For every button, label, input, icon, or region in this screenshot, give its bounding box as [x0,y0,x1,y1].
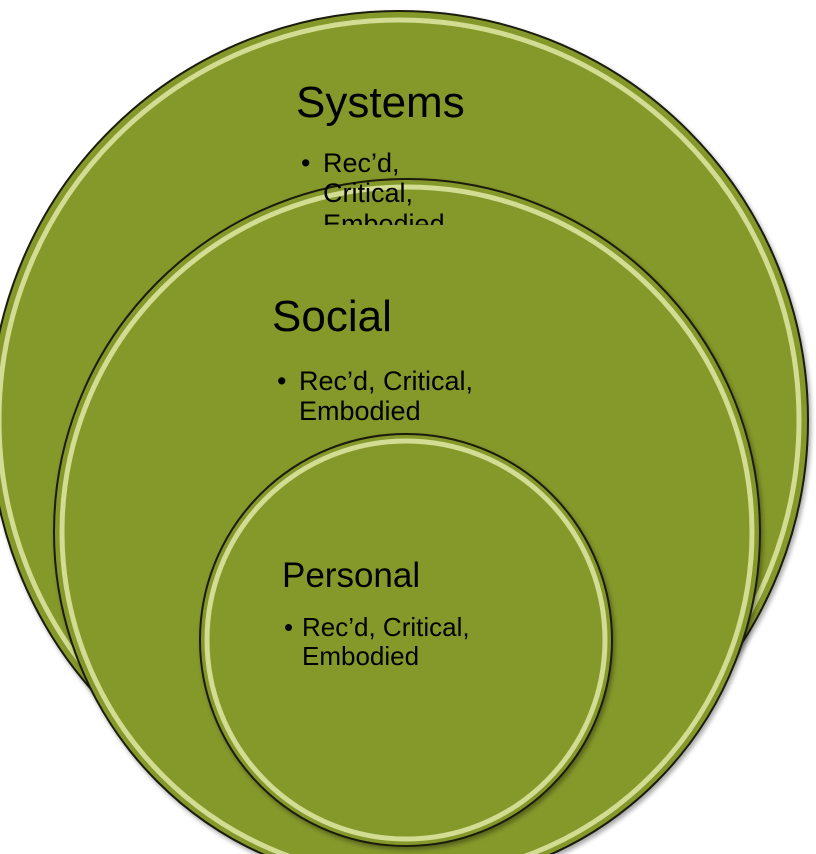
personal-circle [199,433,613,847]
personal-label-block: Personal • Rec’d, Critical, Embodied [282,556,542,671]
personal-bullet-item: • Rec’d, Critical, Embodied [284,611,542,671]
social-bullet-list: • Rec’d, Critical, Embodied [277,366,559,427]
systems-bullet-text: Rec’d, Critical, Embodied [323,148,445,225]
social-title: Social [272,294,392,341]
systems-bullet-list: • Rec’d, Critical, Embodied [301,148,473,225]
social-bullet-text: Rec’d, Critical, Embodied [299,366,474,427]
systems-bullet-item: • Rec’d, Critical, Embodied [301,148,473,225]
systems-label-block: Systems • Rec’d, Critical, Embodied [296,80,536,225]
personal-title: Personal [282,556,421,595]
bullet-dot-icon: • [277,366,287,397]
bullet-dot-icon: • [284,611,294,642]
systems-title: Systems [296,80,465,127]
bullet-dot-icon: • [301,148,311,179]
personal-bullet-list: • Rec’d, Critical, Embodied [284,611,542,671]
personal-bullet-text: Rec’d, Critical, Embodied [302,611,470,671]
social-label-block: Social • Rec’d, Critical, Embodied [272,294,572,431]
social-bullet-item: • Rec’d, Critical, Embodied [277,366,559,427]
